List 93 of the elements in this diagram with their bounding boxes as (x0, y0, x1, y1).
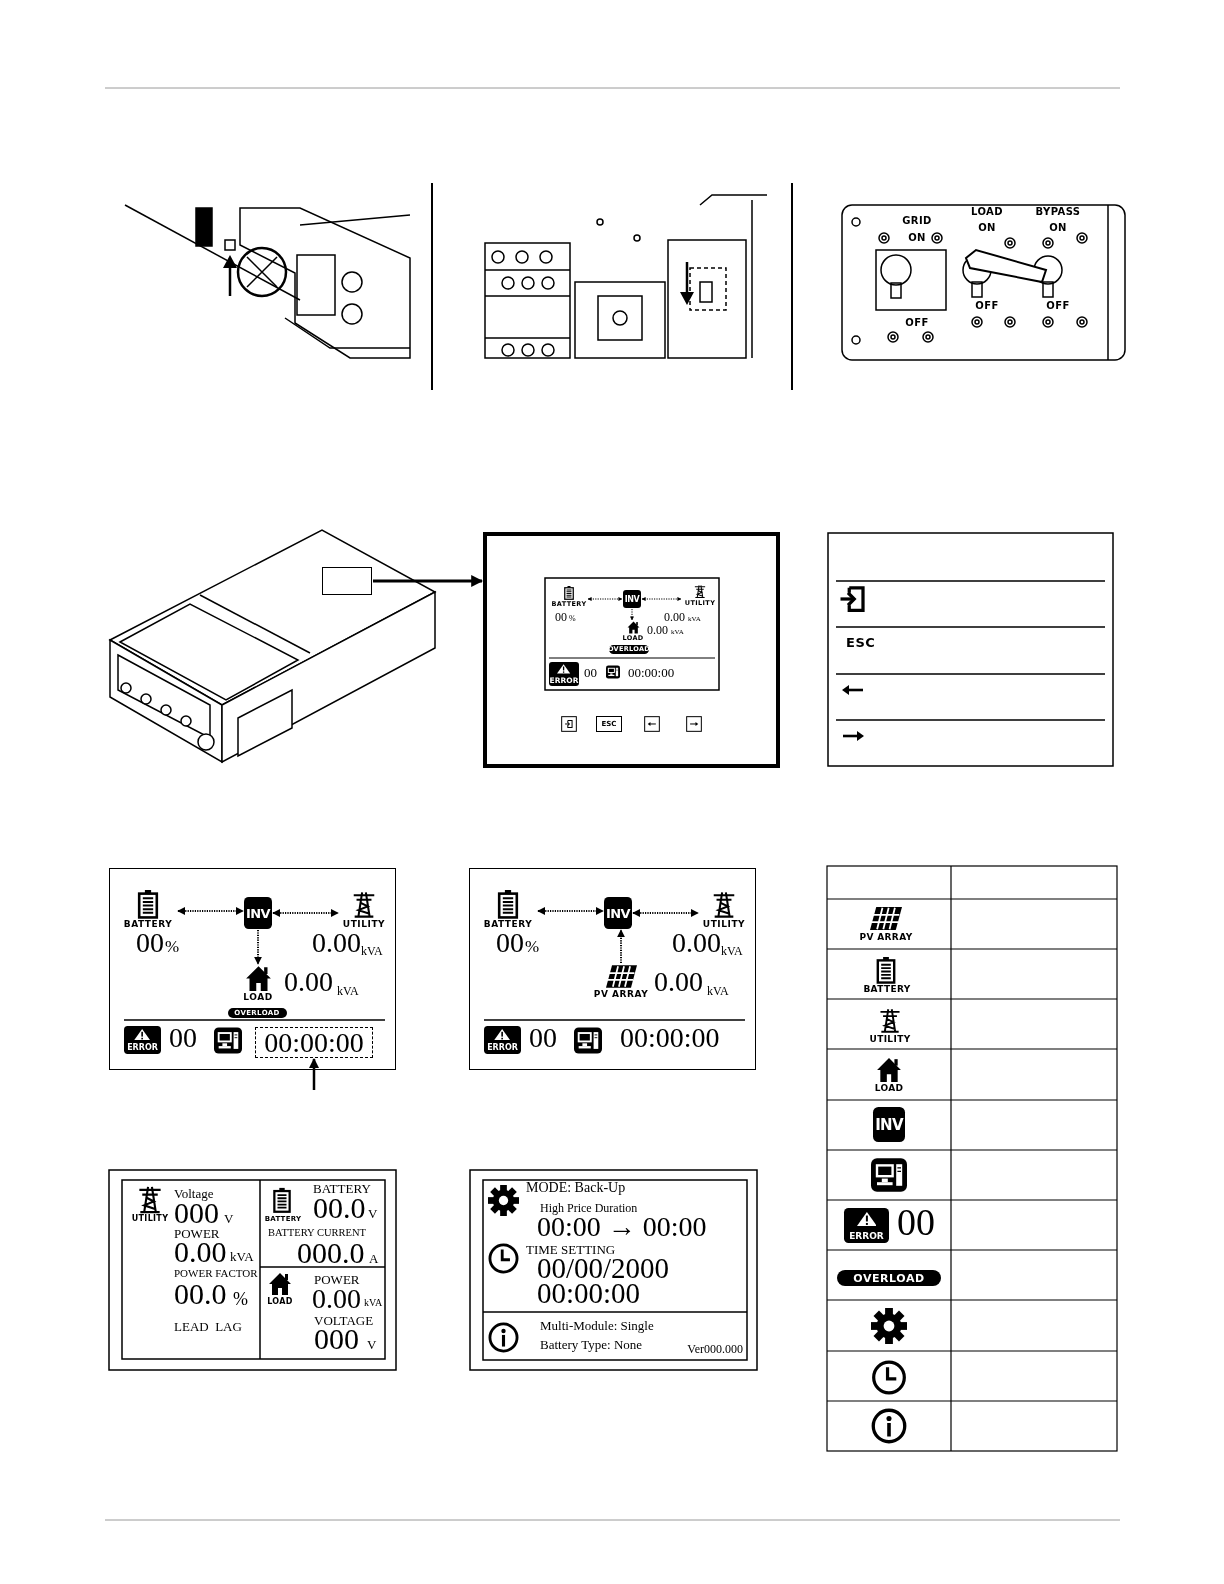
switch-label: OFF (1046, 301, 1070, 311)
switch-label: GRID (902, 216, 932, 226)
arrow (309, 1058, 319, 1090)
switch-label: BYPASS (1035, 207, 1081, 217)
switch-label: ON (978, 223, 996, 233)
display-closeup-frame (483, 532, 780, 768)
lcd-value: 00.0 (174, 1279, 227, 1309)
lcd-label: MODE: Back-Up (526, 1181, 626, 1195)
icon-caption: PV ARRAY (593, 990, 649, 999)
lcd-value: 000.0 (297, 1238, 365, 1268)
lcd-value: 0.00 (664, 611, 685, 623)
lcd-label: High Price Duration (540, 1202, 638, 1214)
lcd-value: 00 (136, 929, 164, 957)
unit-label: kVA (364, 1298, 383, 1308)
icon-caption: BATTERY (863, 985, 911, 994)
lcd-label: VOLTAGE (314, 1314, 374, 1327)
time-readout: 00:00:00 (620, 1024, 720, 1052)
icon-caption: LOAD (267, 1298, 293, 1306)
time-readout: 00:00:00 (255, 1027, 373, 1058)
dotted-arrow (641, 597, 682, 601)
lcd-label: Voltage (174, 1187, 214, 1200)
unit-label: % (165, 938, 180, 955)
lcd-value: 0.00 (174, 1237, 227, 1267)
icon-caption: UTILITY (702, 920, 746, 929)
inv-badge: INV (604, 897, 632, 929)
icon-caption: UTILITY (342, 920, 386, 929)
lcd-label: POWER (314, 1273, 360, 1286)
lcd-label: TIME SETTING (526, 1243, 616, 1256)
switch-label: ON (908, 233, 926, 243)
badge-text: ERROR (487, 1044, 518, 1053)
lcd-value: 0.00 (284, 968, 333, 996)
icon-caption: LOAD (243, 993, 273, 1002)
unit-label: V (224, 1212, 234, 1225)
icon-caption: UTILITY (869, 1035, 911, 1044)
lcd-label: LEAD LAG (174, 1320, 242, 1333)
switch-label: OFF (975, 301, 999, 311)
arrow (373, 575, 484, 587)
lcd-label: BATTERY CURRENT (268, 1228, 366, 1239)
unit-label: kVA (361, 945, 383, 957)
switch-label: LOAD (971, 207, 1003, 217)
overload-badge: OVERLOAD (837, 1270, 941, 1286)
inv-badge: INV (623, 590, 641, 608)
inv-badge: INV (244, 897, 272, 929)
lcd-value: 00 (897, 1203, 935, 1241)
version-label: Ver000.000 (687, 1343, 743, 1355)
unit-label: % (233, 1290, 248, 1308)
lcd-value: 00 (529, 1024, 557, 1052)
inverter-display (322, 567, 372, 595)
badge-text: ERROR (127, 1044, 158, 1053)
dotted-arrow (254, 929, 262, 965)
time-readout: 00:00:00 (628, 666, 675, 679)
lcd-value: 0.00 (647, 624, 668, 636)
switch-label: OFF (905, 318, 929, 328)
lcd-value: 0.00 (672, 929, 721, 957)
icon-caption: LOAD (874, 1084, 904, 1093)
dotted-arrow (617, 929, 625, 964)
icon-caption: UTILITY (131, 1215, 169, 1223)
lcd-value: 00 (555, 611, 567, 623)
lcd-label: BATTERY (313, 1182, 371, 1195)
icon-caption: PV ARRAY (859, 933, 913, 942)
unit-label: kVA (337, 985, 359, 997)
unit-label: V (368, 1207, 378, 1220)
lcd-label: Battery Type: None (540, 1338, 643, 1351)
icon-caption: BATTERY (123, 920, 173, 929)
unit-label: kVA (721, 945, 743, 957)
dotted-arrow (630, 608, 634, 621)
unit-label: % (525, 938, 540, 955)
dotted-arrow (632, 909, 699, 917)
dotted-arrow (177, 907, 244, 915)
dotted-arrow (537, 907, 604, 915)
unit-label: A (369, 1252, 379, 1265)
lcd-label: POWER (174, 1227, 220, 1240)
lcd-label: Multi-Module: Single (540, 1319, 654, 1332)
lcd-value: 0.00 (312, 929, 361, 957)
unit-label: % (569, 615, 576, 623)
lcd-value: 0.00 (654, 968, 703, 996)
switch-label: ON (1049, 223, 1067, 233)
unit-label: kVA (230, 1250, 254, 1263)
dotted-arrow (272, 909, 339, 917)
lcd-value: 0.00 (312, 1285, 361, 1313)
lcd-value: 00.0 (313, 1193, 366, 1223)
lcd-value: 00 (496, 929, 524, 957)
lcd-value: 00 (584, 666, 597, 679)
lcd-label: POWER FACTOR (174, 1268, 258, 1279)
dotted-arrow (587, 597, 623, 601)
icon-caption: BATTERY (483, 920, 533, 929)
badge-text: ERROR (849, 1231, 884, 1241)
lcd-value: 00 (169, 1024, 197, 1052)
unit-label: kVA (707, 985, 729, 997)
key-label: ESC (846, 636, 876, 649)
inv-badge: INV (873, 1107, 905, 1142)
lcd-value: 000 (314, 1324, 359, 1354)
unit-label: V (367, 1338, 377, 1351)
